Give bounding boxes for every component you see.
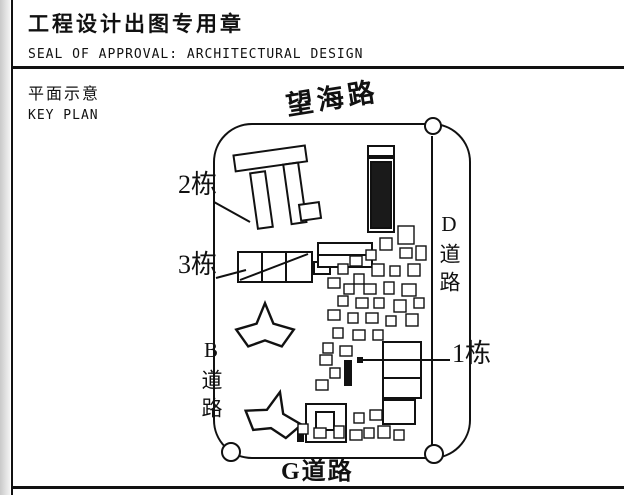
keyplan-title-cn: 平面示意 <box>28 86 101 103</box>
building-3-shape <box>237 251 331 283</box>
sheet-bottom-border <box>12 486 624 489</box>
leader-line-building-3 <box>215 269 247 279</box>
leader-lines <box>213 201 450 361</box>
label-building-3: 3栋 <box>178 250 218 279</box>
scan-left-margin <box>0 0 10 495</box>
label-road-b: B道路 <box>199 338 223 425</box>
leader-line-building-2 <box>213 201 251 223</box>
road-boundary <box>213 117 471 464</box>
seal-title-cn: 工程设计出图专用章 <box>28 12 244 36</box>
label-road-d: D道路 <box>437 212 461 299</box>
label-building-2: 2栋 <box>178 170 218 199</box>
tower-shapes <box>234 300 304 440</box>
keyplan-header: 平面示意 KEY PLAN <box>28 80 100 123</box>
solid-marks <box>297 357 363 442</box>
seal-header: 工程设计出图专用章 SEAL OF APPROVAL: ARCHITECTURA… <box>28 8 363 62</box>
label-building-1: 1栋 <box>452 339 492 368</box>
label-road-g: G道路 <box>281 459 354 485</box>
seal-title-en: SEAL OF APPROVAL: ARCHITECTURAL DESIGN <box>28 47 364 62</box>
tall-building-shape <box>367 145 395 233</box>
sheet-left-border <box>11 0 13 495</box>
header-divider <box>12 66 624 69</box>
scatter-buildings <box>297 225 427 441</box>
building-2-shape <box>232 144 323 230</box>
keyplan-title-en: KEY PLAN <box>28 108 99 123</box>
